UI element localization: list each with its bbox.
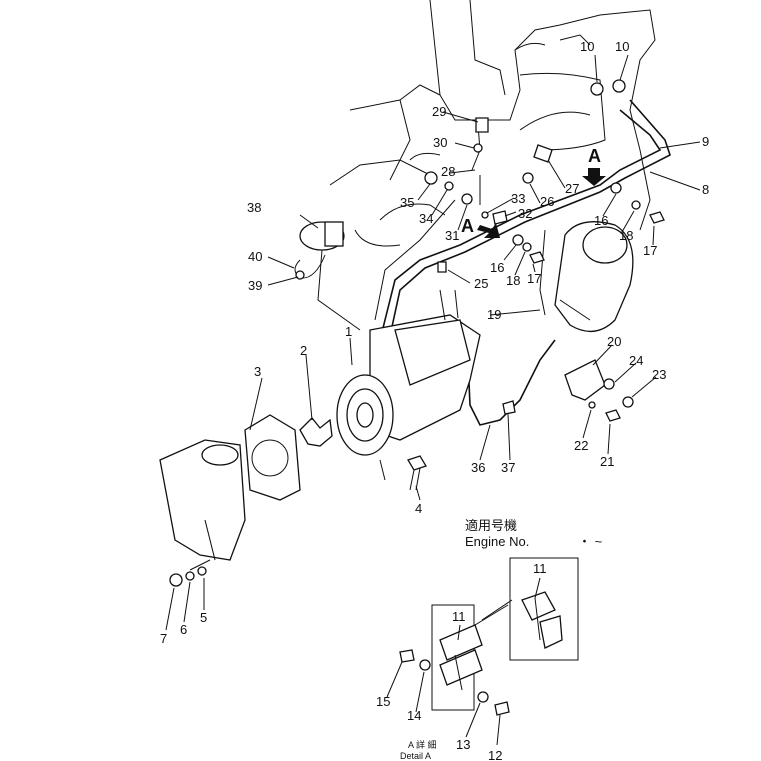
callout-25: 25 xyxy=(474,276,488,291)
callout-7: 7 xyxy=(160,631,167,646)
callout-34: 34 xyxy=(419,211,433,226)
callout-5: 5 xyxy=(200,610,207,625)
callout-11b: 11 xyxy=(452,609,466,624)
callout-17a: 17 xyxy=(643,243,657,258)
view-arrows xyxy=(477,168,606,238)
priming-pump xyxy=(299,221,361,331)
serial-jp-label: 適用号機 xyxy=(465,518,517,533)
callout-35: 35 xyxy=(400,195,414,210)
callout-14: 14 xyxy=(407,708,421,723)
callout-18b: 18 xyxy=(506,273,520,288)
view-marker-a-left: A xyxy=(461,216,474,236)
callout-37: 37 xyxy=(501,460,515,475)
callout-11a: 11 xyxy=(533,561,547,576)
callout-10a: 10 xyxy=(580,39,594,54)
callout-23: 23 xyxy=(652,367,666,382)
callout-13: 13 xyxy=(456,737,470,752)
callout-8: 8 xyxy=(702,182,709,197)
callout-4: 4 xyxy=(415,501,422,516)
view-marker-a-top: A xyxy=(588,146,601,166)
bracket xyxy=(564,359,606,401)
serial-en-label: Engine No. xyxy=(465,534,529,549)
callout-33: 33 xyxy=(511,191,525,206)
callout-40: 40 xyxy=(248,249,262,264)
hardware xyxy=(169,79,665,587)
callouts: 1 2 3 4 5 6 7 8 9 10 10 11 11 12 13 14 1… xyxy=(160,39,709,761)
callout-38: 38 xyxy=(247,200,261,215)
serial-block: 適用号機 Engine No. ・ ~ xyxy=(465,518,603,549)
callout-36: 36 xyxy=(471,460,485,475)
callout-15: 15 xyxy=(376,694,390,709)
callout-10b: 10 xyxy=(615,39,629,54)
callout-1: 1 xyxy=(345,324,352,339)
callout-17b: 17 xyxy=(527,271,541,286)
callout-39: 39 xyxy=(248,278,262,293)
fuel-lines xyxy=(294,99,671,426)
callout-3: 3 xyxy=(254,364,261,379)
callout-26: 26 xyxy=(540,194,554,209)
callout-20: 20 xyxy=(607,334,621,349)
callout-21: 21 xyxy=(600,454,614,469)
callout-32: 32 xyxy=(518,206,532,221)
callout-22: 22 xyxy=(574,438,588,453)
callout-2: 2 xyxy=(300,343,307,358)
callout-30: 30 xyxy=(433,135,447,150)
serial-range: ・ ~ xyxy=(578,534,603,549)
callout-18a: 18 xyxy=(619,228,633,243)
callout-29: 29 xyxy=(432,104,446,119)
callout-31: 31 xyxy=(445,228,459,243)
callout-24: 24 xyxy=(629,353,643,368)
injection-pump xyxy=(336,289,481,481)
detail-a-inset: A 詳 細 Detail A xyxy=(386,557,579,761)
callout-28: 28 xyxy=(441,164,455,179)
engine-block xyxy=(329,0,656,247)
callout-27: 27 xyxy=(565,181,579,196)
callout-12: 12 xyxy=(488,748,502,761)
coupling-and-gasket xyxy=(159,414,333,571)
callout-16b: 16 xyxy=(490,260,504,275)
callout-16a: 16 xyxy=(594,213,608,228)
callout-19: 19 xyxy=(487,307,501,322)
callout-9: 9 xyxy=(702,134,709,149)
detail-caption-jp: A 詳 細 xyxy=(408,739,437,750)
fuel-filter xyxy=(554,221,634,332)
leader-lines xyxy=(165,54,701,631)
callout-6: 6 xyxy=(180,622,187,637)
detail-caption-en: Detail A xyxy=(400,751,431,761)
